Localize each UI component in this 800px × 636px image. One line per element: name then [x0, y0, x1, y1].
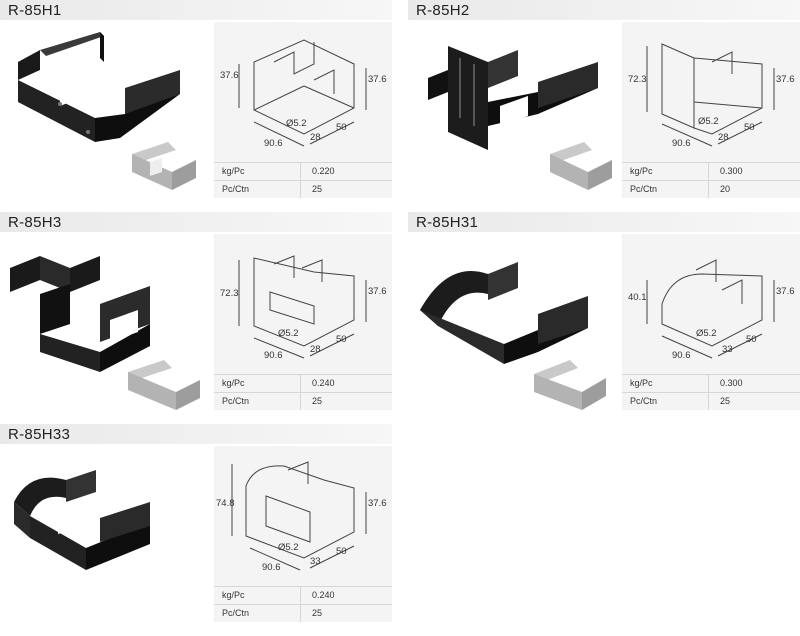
product-card-r-85h1: R-85H1 37.6 37.6 — [0, 0, 392, 200]
dimension-label: 40.1 — [628, 292, 647, 303]
spec-value: 0.240 — [312, 590, 335, 600]
spec-value: 0.300 — [720, 166, 743, 176]
technical-drawing-panel: 72.3 37.6 90.6 28 50 Ø5.2 kg/Pc 0.240 Pc… — [214, 234, 392, 410]
product-card-r-85h3: R-85H3 72.3 37.6 90.6 28 50 — [0, 212, 392, 412]
spec-value: 25 — [312, 184, 323, 194]
spec-value: 25 — [312, 396, 323, 406]
spec-label: kg/Pc — [222, 166, 245, 176]
spec-label: Pc/Ctn — [630, 184, 658, 194]
product-title: R-85H1 — [8, 2, 62, 19]
dimension-label: Ø5.2 — [698, 116, 719, 127]
product-card-r-85h33: R-85H33 74.8 37.6 90.6 33 50 Ø5.2 kg/ — [0, 424, 392, 624]
dimension-label: 33 — [310, 556, 321, 567]
dimension-label: 37.6 — [776, 74, 795, 85]
product-title-bar: R-85H3 — [0, 212, 392, 232]
spec-row-weight: kg/Pc 0.240 — [214, 374, 392, 392]
spec-row-weight: kg/Pc 0.300 — [622, 162, 800, 180]
spec-row-weight: kg/Pc 0.220 — [214, 162, 392, 180]
technical-drawing: 37.6 37.6 90.6 28 50 Ø5.2 — [220, 39, 387, 149]
product-photo — [18, 32, 196, 190]
technical-drawing: 40.1 37.6 90.6 33 50 Ø5.2 — [628, 259, 795, 361]
dimension-label: Ø5.2 — [278, 542, 299, 553]
product-title: R-85H2 — [416, 2, 470, 19]
dimension-label: 37.6 — [368, 286, 387, 297]
spec-value: 25 — [720, 396, 731, 406]
dimension-label: 50 — [336, 334, 347, 345]
spec-row-carton: Pc/Ctn 25 — [214, 392, 392, 410]
product-photo — [14, 470, 150, 570]
spec-value: 0.220 — [312, 166, 335, 176]
dimension-label: 37.6 — [776, 286, 795, 297]
technical-drawing: 72.3 37.6 90.6 28 50 Ø5.2 — [628, 43, 795, 149]
spec-row-weight: kg/Pc 0.300 — [622, 374, 800, 392]
spec-value: 0.300 — [720, 378, 743, 388]
technical-drawing-panel: 37.6 37.6 90.6 28 50 Ø5.2 kg/Pc 0.220 Pc… — [214, 22, 392, 198]
dimension-label: 74.8 — [216, 498, 235, 509]
spec-value: 20 — [720, 184, 731, 194]
spec-label: Pc/Ctn — [222, 396, 250, 406]
dimension-label: 28 — [718, 132, 729, 143]
dimension-label: 90.6 — [264, 138, 283, 149]
spec-label: Pc/Ctn — [630, 396, 658, 406]
dimension-label: 50 — [336, 546, 347, 557]
dimension-label: 90.6 — [672, 138, 691, 149]
technical-drawing: 74.8 37.6 90.6 33 50 Ø5.2 — [216, 461, 387, 573]
product-title: R-85H3 — [8, 214, 62, 231]
spec-label: kg/Pc — [222, 590, 245, 600]
product-title-bar: R-85H2 — [408, 0, 800, 20]
dimension-label: 37.6 — [220, 70, 239, 81]
dimension-label: 50 — [336, 122, 347, 133]
dimension-label: Ø5.2 — [278, 328, 299, 339]
spec-row-carton: Pc/Ctn 25 — [214, 180, 392, 198]
dimension-label: 50 — [746, 334, 757, 345]
spec-row-weight: kg/Pc 0.240 — [214, 586, 392, 604]
dimension-label: 50 — [744, 122, 755, 133]
product-title-bar: R-85H31 — [408, 212, 800, 232]
product-photo — [420, 262, 606, 410]
dimension-label: 72.3 — [220, 288, 239, 299]
product-title: R-85H33 — [8, 426, 71, 443]
technical-drawing: 72.3 37.6 90.6 28 50 Ø5.2 — [220, 255, 387, 361]
technical-drawing-panel: 72.3 37.6 90.6 28 50 Ø5.2 kg/Pc 0.300 Pc… — [622, 22, 800, 198]
dimension-label: 90.6 — [672, 350, 691, 361]
spec-row-carton: Pc/Ctn 20 — [622, 180, 800, 198]
product-title-bar: R-85H1 — [0, 0, 392, 20]
dimension-label: 90.6 — [264, 350, 283, 361]
spec-value: 25 — [312, 608, 323, 618]
dimension-label: Ø5.2 — [286, 118, 307, 129]
spec-label: kg/Pc — [630, 378, 653, 388]
dimension-label: Ø5.2 — [696, 328, 717, 339]
technical-drawing-panel: 74.8 37.6 90.6 33 50 Ø5.2 kg/Pc 0.240 Pc… — [214, 446, 392, 622]
spec-label: kg/Pc — [222, 378, 245, 388]
dimension-label: 37.6 — [368, 74, 387, 85]
product-title-bar: R-85H33 — [0, 424, 392, 444]
product-photo — [10, 256, 200, 410]
product-title: R-85H31 — [416, 214, 479, 231]
dimension-label: 33 — [722, 344, 733, 355]
dimension-label: 28 — [310, 132, 321, 143]
dimension-label: 37.6 — [368, 498, 387, 509]
product-photo — [428, 46, 612, 190]
spec-label: kg/Pc — [630, 166, 653, 176]
spec-label: Pc/Ctn — [222, 608, 250, 618]
spec-row-carton: Pc/Ctn 25 — [622, 392, 800, 410]
dimension-label: 28 — [310, 344, 321, 355]
spec-value: 0.240 — [312, 378, 335, 388]
dimension-label: 90.6 — [262, 562, 281, 573]
technical-drawing-panel: 40.1 37.6 90.6 33 50 Ø5.2 kg/Pc 0.300 Pc… — [622, 234, 800, 410]
spec-label: Pc/Ctn — [222, 184, 250, 194]
dimension-label: 72.3 — [628, 74, 647, 85]
spec-row-carton: Pc/Ctn 25 — [214, 604, 392, 622]
product-card-r-85h2: R-85H2 72.3 37.6 90.6 28 50 — [408, 0, 800, 200]
product-card-r-85h31: R-85H31 40.1 37.6 90.6 33 50 Ø5.2 — [408, 212, 800, 412]
